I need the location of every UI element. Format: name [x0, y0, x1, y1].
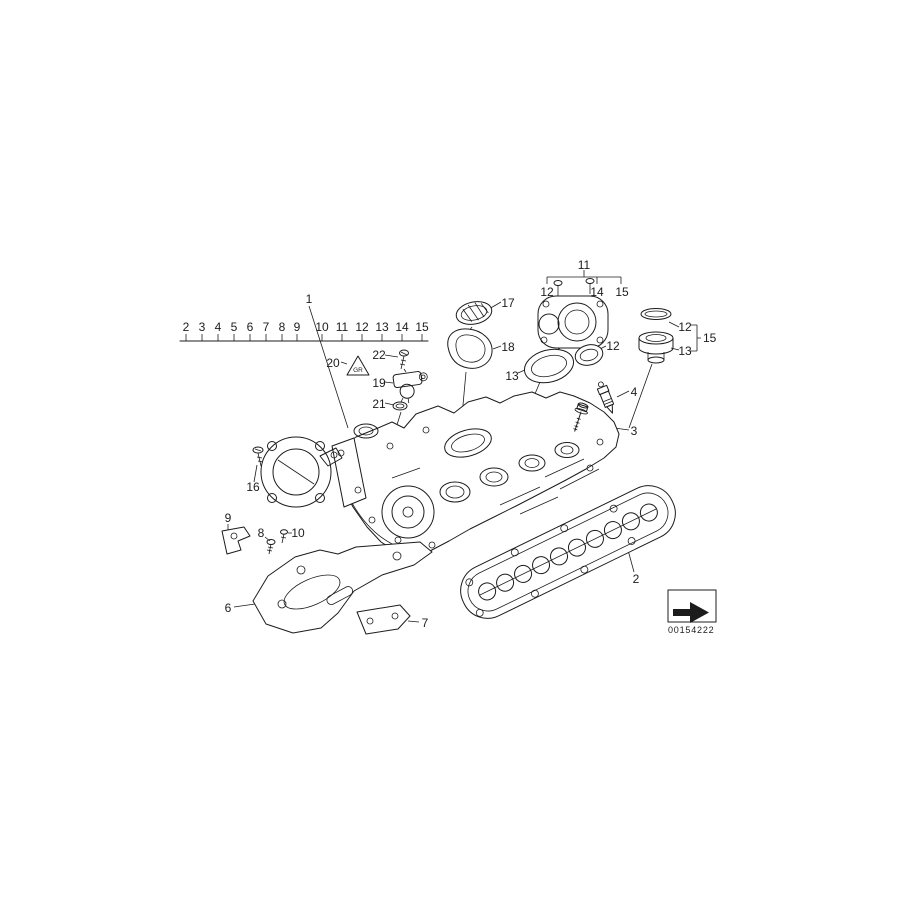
callout-8[interactable]: 8	[258, 526, 265, 540]
callout-16[interactable]: 16	[246, 480, 260, 494]
callout-14-pcv[interactable]: 14	[590, 285, 604, 299]
index-number[interactable]: 8	[279, 320, 286, 334]
callout-15-pcv[interactable]: 15	[615, 285, 629, 299]
bolt-3	[573, 402, 589, 432]
index-number[interactable]: 10	[315, 320, 329, 334]
index-number[interactable]: 2	[183, 320, 190, 334]
index-number[interactable]: 14	[395, 320, 409, 334]
warning-triangle-text: GR	[353, 367, 363, 374]
callout-15-filler[interactable]: 15	[703, 331, 717, 345]
drawing-number: 00154222	[668, 625, 714, 635]
index-number[interactable]: 6	[247, 320, 254, 334]
callout-12-gasket[interactable]: 12	[606, 339, 620, 353]
screw-22	[399, 349, 409, 370]
index-number[interactable]: 3	[199, 320, 206, 334]
sensor-4	[596, 381, 615, 414]
callout-7[interactable]: 7	[422, 616, 429, 630]
callouts: 1 11 12 14 15 17 18 12 13 12 13 15 4 3 2…	[225, 258, 717, 630]
pcv-gasket-13	[523, 348, 575, 384]
callout-19[interactable]: 19	[372, 376, 386, 390]
index-number[interactable]: 13	[375, 320, 389, 334]
cylinder-head-cover	[337, 391, 620, 557]
valve-cover-gasket	[460, 485, 676, 619]
callout-21[interactable]: 21	[372, 397, 386, 411]
pcv-gasket-12	[574, 344, 604, 366]
screw-10	[280, 529, 288, 544]
screw-8	[266, 539, 276, 555]
index-number[interactable]: 7	[263, 320, 270, 334]
holder-9	[221, 526, 251, 555]
callout-12-pcv[interactable]: 12	[540, 285, 554, 299]
index-number[interactable]: 4	[215, 320, 222, 334]
index-strip: 2 3 4 5 6 7 8 9 10 11 12 13 14 15	[179, 320, 429, 342]
callout-3[interactable]: 3	[631, 424, 638, 438]
oil-filler-cap	[638, 308, 674, 364]
callout-13-filler[interactable]: 13	[678, 344, 692, 358]
callout-11[interactable]: 11	[578, 258, 591, 272]
callout-10[interactable]: 10	[291, 526, 305, 540]
throttle-body	[260, 436, 367, 508]
mounting-plate-6	[252, 541, 433, 634]
direction-stamp: 00154222	[667, 589, 717, 635]
callout-18[interactable]: 18	[501, 340, 515, 354]
oring-21	[392, 401, 408, 411]
sealing-cap-17	[455, 301, 493, 325]
cap-gasket-18	[447, 328, 493, 369]
valve-19	[392, 371, 428, 404]
pcv-unit	[537, 278, 609, 349]
callout-22[interactable]: 22	[372, 348, 386, 362]
callout-17[interactable]: 17	[501, 296, 515, 310]
direction-arrow-icon	[673, 602, 709, 623]
index-number[interactable]: 12	[355, 320, 369, 334]
index-number[interactable]: 9	[294, 320, 301, 334]
index-number[interactable]: 15	[415, 320, 429, 334]
callout-12-filler[interactable]: 12	[678, 320, 692, 334]
cover-plate-7	[356, 604, 411, 635]
callout-13-gasket[interactable]: 13	[505, 369, 519, 383]
callout-9[interactable]: 9	[225, 511, 232, 525]
index-number[interactable]: 11	[336, 320, 349, 334]
screw-16	[252, 446, 264, 467]
warning-triangle-icon: GR	[346, 355, 370, 376]
callout-2[interactable]: 2	[633, 572, 640, 586]
index-number[interactable]: 5	[231, 320, 238, 334]
callout-20[interactable]: 20	[326, 356, 340, 370]
callout-6[interactable]: 6	[225, 601, 232, 615]
callout-1[interactable]: 1	[306, 292, 313, 306]
callout-4[interactable]: 4	[631, 385, 638, 399]
